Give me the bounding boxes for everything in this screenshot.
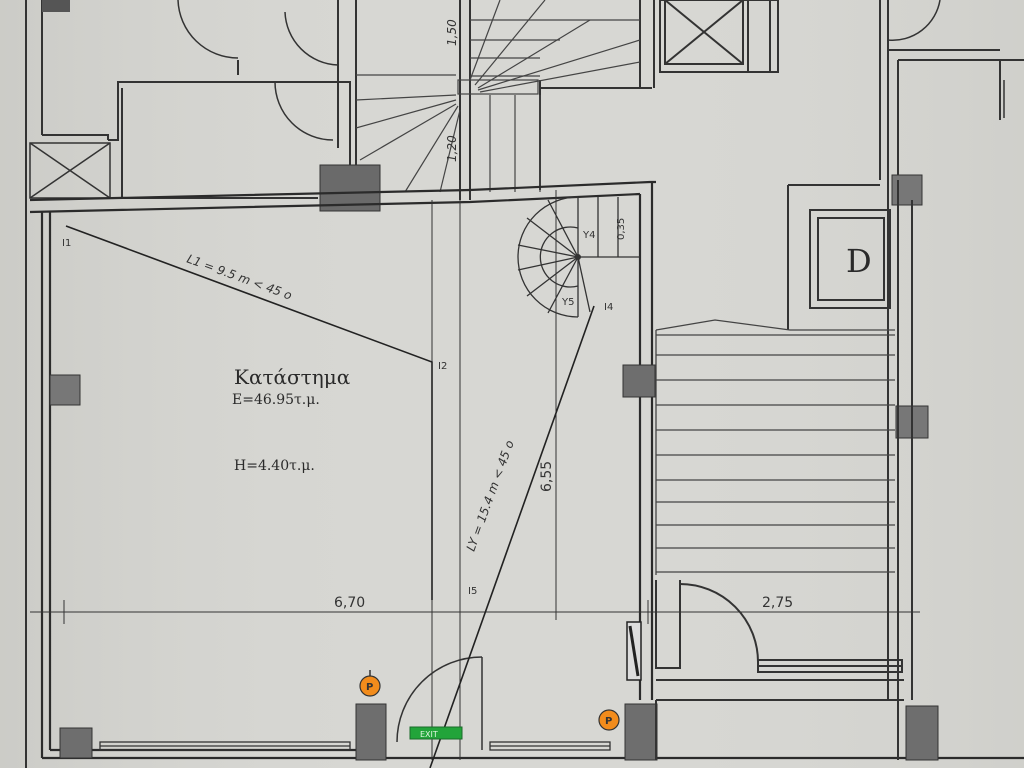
right-staircase	[655, 319, 895, 575]
point-y4: Y4	[582, 230, 595, 241]
point-i2: I2	[438, 361, 447, 372]
point-i1: I1	[62, 238, 71, 249]
upper-staircase	[355, 0, 641, 193]
svg-text:P: P	[605, 716, 612, 727]
svg-text:P: P	[366, 682, 373, 693]
upper-door-arcs	[177, 0, 941, 141]
pillar-bottom-right	[624, 703, 658, 761]
dim-width-left: 6,70	[334, 595, 365, 611]
pillar-top-left	[42, 0, 70, 12]
dim-stair-top-a: 1,50	[445, 19, 459, 46]
dim-small-stair: 0,35	[616, 218, 627, 240]
measure-lines	[65, 225, 595, 768]
small-room-walls	[655, 580, 904, 760]
room-height: H=4.40τ.μ.	[234, 458, 315, 474]
pillar-top-right	[891, 174, 923, 206]
vent-box	[29, 142, 111, 199]
right-stair-walls	[787, 180, 913, 760]
point-i4: I4	[604, 302, 613, 313]
pillar-bottom-mid	[355, 703, 387, 761]
spiral-center	[575, 254, 581, 260]
point-i5: I5	[468, 586, 477, 597]
p-sign-right: P	[598, 709, 620, 731]
dim-stair-top-b: 1,20	[445, 135, 459, 162]
pillar-far-right-bottom	[905, 705, 939, 761]
entry-door	[396, 656, 483, 750]
electrical-panel	[626, 621, 642, 681]
dim-width-right: 2,75	[762, 595, 793, 611]
exit-sign: EXIT	[409, 726, 463, 740]
svg-text:EXIT: EXIT	[420, 730, 438, 739]
p-sign-left: P	[359, 670, 381, 697]
pillar-bottom-left	[59, 727, 93, 759]
spiral-staircase	[517, 196, 640, 318]
d-mark: D	[846, 242, 872, 280]
point-y5: Y5	[561, 297, 574, 308]
room-name: Κατάστημα	[234, 365, 350, 389]
dim-height-mid: 6,55	[539, 461, 555, 492]
pillar-left-mid	[49, 374, 81, 406]
shop-window	[99, 741, 611, 751]
room-area: E=46.95τ.μ.	[232, 392, 320, 408]
pillar-right-mid	[622, 364, 656, 398]
